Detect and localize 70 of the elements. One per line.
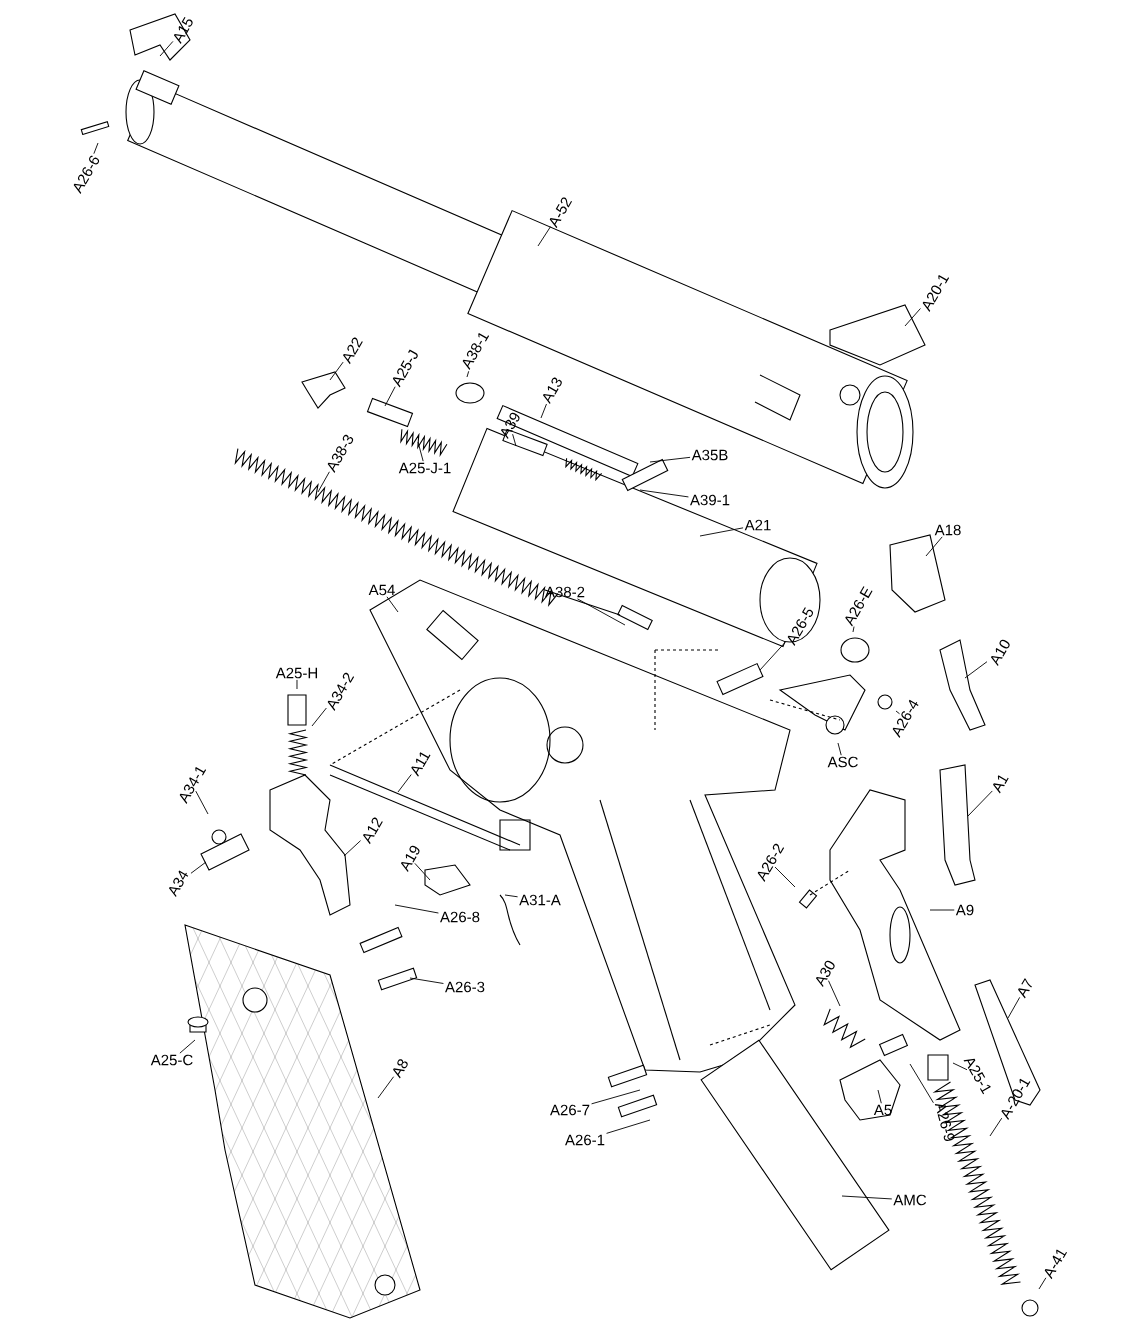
part-number: A18 bbox=[934, 524, 961, 536]
leader-line bbox=[828, 980, 841, 1007]
leader-line bbox=[466, 370, 470, 378]
part-number: A1 bbox=[993, 775, 1009, 794]
part-number: A8 bbox=[393, 1059, 408, 1079]
part-number: A26-8 bbox=[440, 911, 480, 923]
leader-line bbox=[296, 679, 298, 690]
part-number: A25-C bbox=[150, 1054, 193, 1066]
leader-line bbox=[852, 626, 855, 633]
leader-line bbox=[409, 977, 444, 984]
part-number: A9 bbox=[955, 904, 974, 916]
leader-line bbox=[512, 433, 517, 447]
part-number: A26-7 bbox=[550, 1104, 590, 1116]
leader-line bbox=[1038, 1277, 1047, 1290]
leader-line bbox=[989, 1117, 1003, 1137]
leader-line bbox=[841, 1195, 893, 1200]
part-number: A26-3 bbox=[445, 981, 485, 993]
leader-line bbox=[386, 596, 399, 613]
leader-line bbox=[639, 489, 689, 498]
part-number: AMC bbox=[893, 1194, 927, 1206]
part-number: A26-9 bbox=[934, 1104, 955, 1141]
part-number: A38-2 bbox=[545, 586, 585, 598]
leader-line bbox=[929, 909, 955, 911]
leader-line bbox=[577, 598, 626, 626]
leader-line bbox=[904, 308, 921, 327]
part-number: A54 bbox=[368, 584, 395, 596]
leader-line bbox=[384, 386, 396, 407]
part-number: A26-1 bbox=[565, 1134, 605, 1146]
leader-line bbox=[649, 456, 691, 463]
leader-line bbox=[377, 1076, 395, 1099]
part-number: A21 bbox=[744, 519, 771, 531]
leader-line bbox=[606, 1119, 651, 1134]
leader-line bbox=[329, 361, 344, 381]
leader-line bbox=[699, 527, 744, 537]
leader-line bbox=[877, 1089, 882, 1104]
leader-line bbox=[967, 790, 993, 817]
part-number: ASC bbox=[827, 756, 858, 768]
part-number: A35B bbox=[691, 449, 728, 461]
leader-line bbox=[591, 1089, 641, 1105]
leader-line bbox=[540, 403, 547, 419]
part-number: A5 bbox=[873, 1104, 892, 1116]
leader-line bbox=[417, 441, 424, 462]
leader-line bbox=[317, 471, 330, 493]
leader-line bbox=[159, 40, 174, 57]
leader-line bbox=[909, 1063, 934, 1104]
leader-line bbox=[1007, 996, 1021, 1019]
leader-line bbox=[952, 1062, 968, 1071]
part-number: A25-H bbox=[275, 667, 317, 679]
leader-line bbox=[774, 866, 796, 888]
leader-line bbox=[895, 710, 900, 715]
leader-line bbox=[179, 1039, 196, 1054]
leader-line bbox=[394, 904, 439, 914]
leader-line bbox=[964, 661, 988, 679]
part-number: A31-A bbox=[519, 894, 561, 906]
part-number: A11 bbox=[411, 752, 431, 777]
leader-line bbox=[195, 790, 209, 815]
leader-line bbox=[311, 707, 327, 727]
leader-line bbox=[397, 774, 412, 793]
leader-line bbox=[925, 536, 943, 557]
leader-line bbox=[414, 862, 431, 881]
leader-line bbox=[190, 861, 207, 874]
leader-line bbox=[759, 641, 786, 671]
part-number: A39-1 bbox=[690, 494, 730, 506]
leader-line bbox=[504, 894, 519, 898]
leader-line bbox=[537, 226, 551, 247]
leader-line bbox=[93, 142, 99, 155]
leader-line bbox=[837, 742, 842, 756]
part-number: A25-J-1 bbox=[398, 462, 451, 474]
part-number: A7 bbox=[1018, 978, 1032, 999]
leader-line bbox=[343, 840, 362, 857]
